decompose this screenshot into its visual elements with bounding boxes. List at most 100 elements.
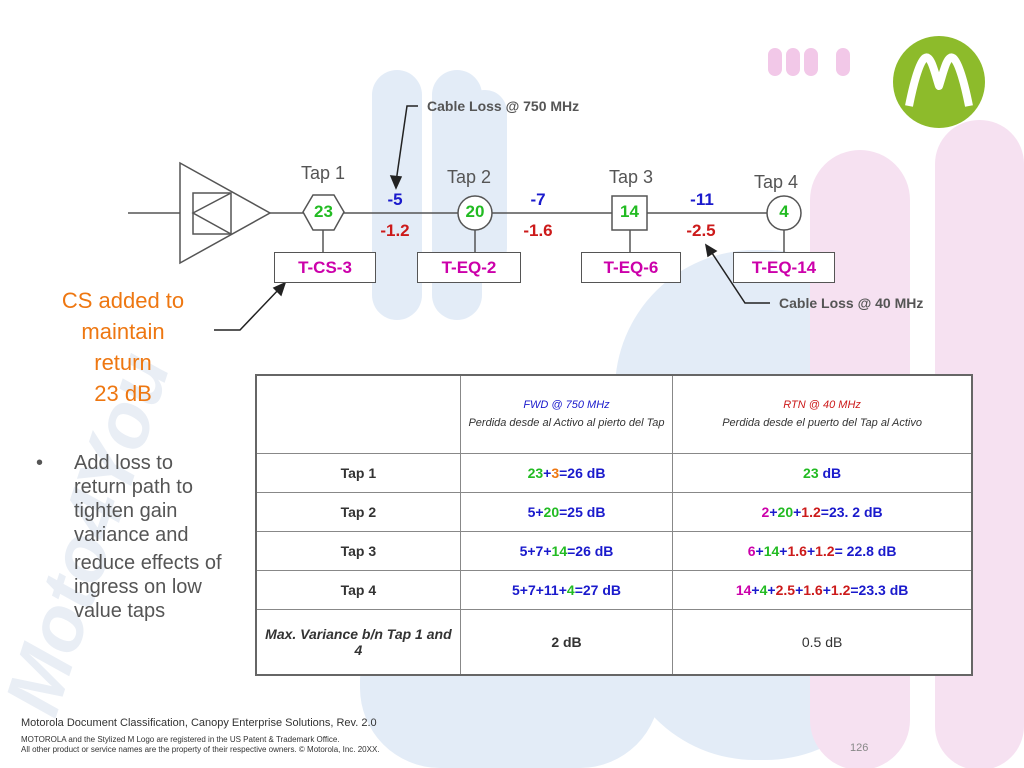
tap2-value: 20 (465, 202, 485, 221)
bullet-text: Add loss to return path to tighten gain … (74, 452, 193, 546)
formula-segment: =26 dB (559, 464, 606, 481)
rtn-value-cell: 23 dB (672, 452, 973, 493)
formula-segment: dB (818, 464, 842, 481)
fwd-loss-2: -7 (530, 190, 546, 209)
formula-segment: 5 (519, 542, 528, 559)
formula-segment: 7 (535, 542, 544, 559)
callout-40-arrow (704, 243, 770, 304)
formula-segment: =26 dB (567, 542, 614, 559)
formula-segment: + (822, 581, 831, 598)
formula-segment: + (751, 581, 760, 598)
tap1-shape (302, 194, 345, 231)
table-header-rtn: RTN @ 40 MHz Perdida desde el puerto del… (672, 374, 973, 454)
equalizer-box-teq14: T-EQ-14 (733, 252, 835, 283)
table-header-empty (255, 374, 461, 454)
rtn-header-title: RTN @ 40 MHz (783, 399, 861, 412)
rtn-loss-1: -1.2 (380, 221, 410, 240)
bullet-text: reduce effects of ingress on low value t… (74, 552, 222, 622)
formula-segment: 1.2 (801, 503, 821, 520)
formula-segment: + (795, 581, 804, 598)
formula-segment: 14 (735, 581, 752, 598)
formula-segment: + (519, 581, 528, 598)
formula-segment: 7 (527, 581, 536, 598)
variance-row: Max. Variance b/n Tap 1 and 4 2 dB 0.5 d… (255, 608, 973, 676)
bullet-item: • Add loss to return path to tighten gai… (36, 451, 236, 547)
formula-segment: 4 (566, 581, 575, 598)
loss-table: FWD @ 750 MHz Perdida desde al Activo al… (255, 374, 973, 676)
fwd-header-subtitle: Perdida desde al Activo al pierto del Ta… (468, 417, 665, 430)
formula-segment: + (527, 542, 536, 559)
rtn-value-cell: 2+20+1.2=23. 2 dB (672, 491, 973, 532)
motorola-logo (893, 36, 985, 128)
cs-note-line: maintain (81, 319, 165, 344)
tap1-label: Tap 1 (301, 163, 346, 183)
formula-segment: 1.2 (830, 581, 851, 598)
rtn-loss-3: -2.5 (686, 221, 716, 240)
tap2-label: Tap 2 (447, 167, 492, 187)
footer-legal-2: All other product or service names are t… (21, 745, 380, 754)
formula-segment: 1.6 (803, 581, 823, 598)
cs-note-line: CS added to (61, 288, 185, 313)
cs-note-line: 23 dB (94, 381, 152, 406)
fwd-loss-1: -5 (387, 190, 403, 209)
formula-segment: + (769, 503, 778, 520)
formula-segment: 23 (527, 464, 544, 481)
amplifier-icon (179, 161, 272, 265)
formula-segment: 23 (803, 464, 819, 481)
formula-segment: 3 (551, 464, 560, 481)
footer-legal-1: MOTOROLA and the Stylized M Logo are reg… (21, 735, 340, 744)
formula-segment: 5 (511, 581, 520, 598)
fwd-value-cell: 5+7+14=26 dB (459, 530, 674, 571)
formula-segment: 14 (763, 542, 780, 559)
fwd-value-cell: 5+20=25 dB (459, 491, 674, 532)
formula-segment: 14 (551, 542, 568, 559)
tap3-value: 14 (620, 202, 639, 221)
bullet-symbol (36, 551, 74, 623)
variance-fwd: 2 dB (459, 608, 674, 676)
equalizer-box-tcs3: T-CS-3 (274, 252, 376, 283)
formula-segment: =25 dB (559, 503, 606, 520)
tap3-shape (611, 195, 648, 231)
formula-segment: + (779, 542, 788, 559)
fwd-loss-3: -11 (690, 190, 714, 209)
table-header-row: FWD @ 750 MHz Perdida desde al Activo al… (255, 374, 973, 454)
formula-segment: + (793, 503, 802, 520)
formula-segment: + (755, 542, 764, 559)
formula-segment: =23. 2 dB (820, 503, 883, 520)
row-label: Tap 2 (255, 491, 461, 532)
formula-segment: 2.5 (775, 581, 796, 598)
variance-rtn: 0.5 dB (672, 608, 973, 676)
pink-dots-decoration (768, 48, 850, 76)
equalizer-box-teq2: T-EQ-2 (417, 252, 521, 283)
fwd-value-cell: 23+3=26 dB (459, 452, 674, 493)
formula-segment: 2 (761, 503, 770, 520)
formula-segment: = 22.8 dB (834, 542, 897, 559)
equalizer-box-teq6: T-EQ-6 (581, 252, 681, 283)
page-number: 126 (850, 742, 869, 754)
bullet-symbol: • (36, 452, 44, 474)
formula-segment: 4 (759, 581, 768, 598)
formula-segment: + (543, 464, 552, 481)
formula-segment: =23.3 dB (850, 581, 909, 598)
tap3-label: Tap 3 (609, 167, 654, 187)
formula-segment: 20 (777, 503, 794, 520)
formula-segment: + (535, 581, 544, 598)
cs-note-arrow (214, 281, 287, 331)
bullet-item: reduce effects of ingress on low value t… (36, 551, 236, 623)
callout-750-label: Cable Loss @ 750 MHz (427, 98, 580, 114)
formula-segment: + (535, 503, 544, 520)
row-label: Tap 1 (255, 452, 461, 493)
formula-segment: + (806, 542, 816, 559)
row-label: Tap 4 (255, 569, 461, 610)
formula-segment: 6 (747, 542, 756, 559)
formula-segment: 5 (527, 503, 536, 520)
tap1-value: 23 (314, 202, 333, 221)
row-label: Tap 3 (255, 530, 461, 571)
formula-segment: 20 (543, 503, 560, 520)
formula-segment: =27 dB (574, 581, 622, 598)
table-header-fwd: FWD @ 750 MHz Perdida desde al Activo al… (459, 374, 674, 454)
fwd-value-cell: 5+7+11+4=27 dB (459, 569, 674, 610)
